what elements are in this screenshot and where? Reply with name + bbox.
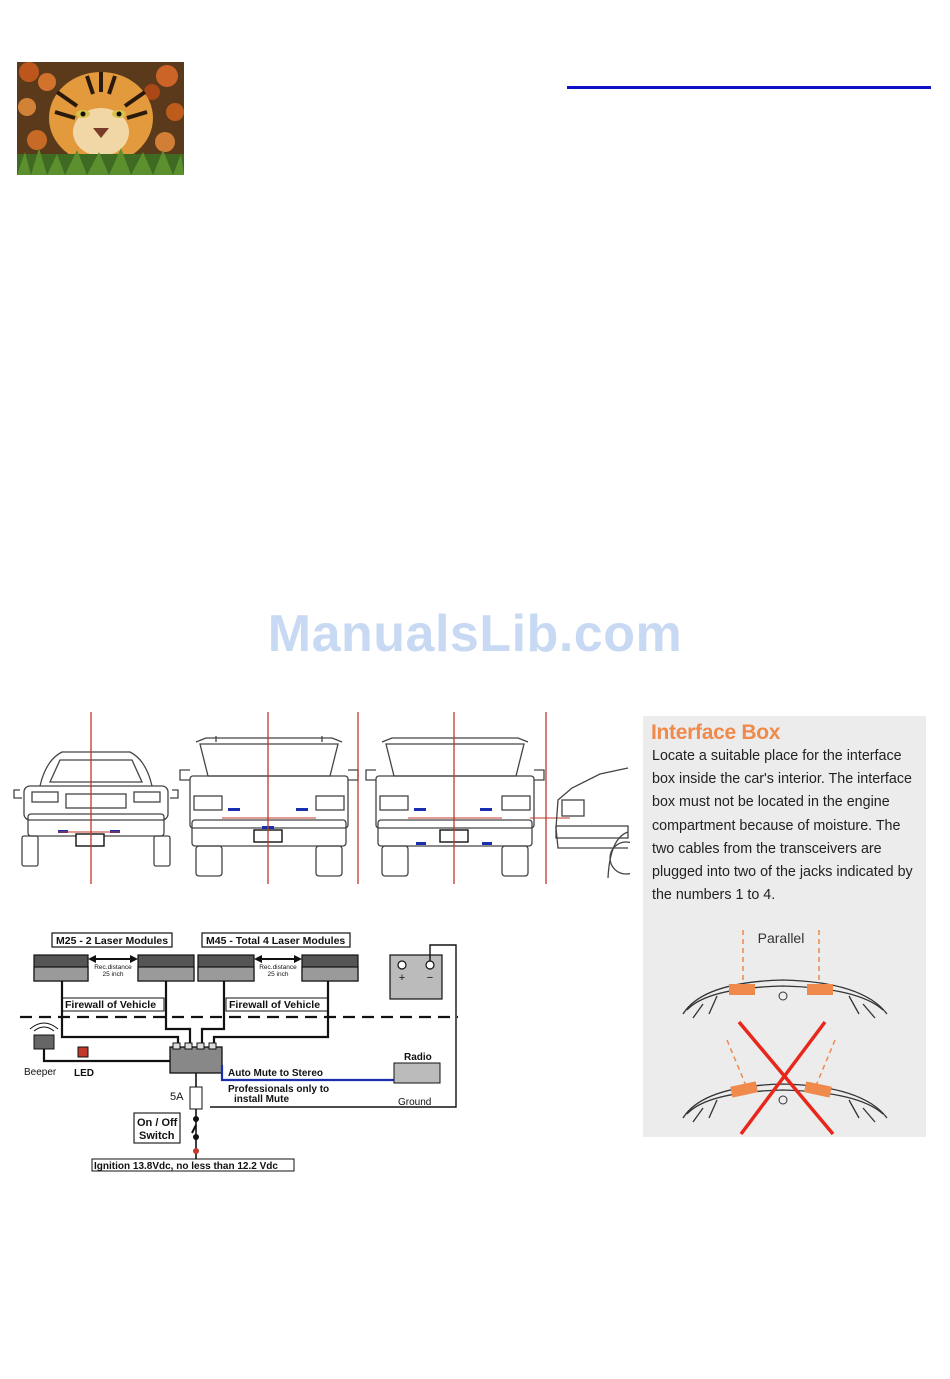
- vehicle-front-views: [10, 708, 643, 886]
- mounting-illustration: Parallel: [682, 930, 888, 1136]
- ground-label: Ground: [398, 1097, 431, 1108]
- car-side-view-partial: [555, 767, 643, 879]
- m45-label: M45 - Total 4 Laser Modules: [206, 935, 345, 947]
- interface-box-body: Locate a suitable place for the interfac…: [652, 748, 913, 904]
- led-label: LED: [74, 1068, 94, 1079]
- rec-distance-1b: 25 inch: [103, 971, 124, 978]
- suv-front-view-1: [179, 736, 359, 877]
- interface-box-title: Interface Box: [651, 721, 781, 744]
- header-rule: [567, 86, 931, 89]
- radio-label: Radio: [404, 1052, 432, 1063]
- rec-distance-2: Rec.distance: [259, 964, 297, 971]
- interface-box-panel: Interface Box Locate a suitable place fo…: [643, 716, 926, 1137]
- auto-mute-label: Auto Mute to Stereo: [228, 1068, 323, 1079]
- firewall-label-2: Firewall of Vehicle: [229, 999, 320, 1011]
- firewall-label-1: Firewall of Vehicle: [65, 999, 156, 1011]
- wiring-diagram: M25 - 2 Laser Modules M45 - Total 4 Lase…: [18, 925, 463, 1177]
- interface-box-diagram: [169, 1046, 223, 1074]
- suv-front-view-2: [365, 737, 545, 877]
- battery-minus: −: [427, 972, 433, 984]
- professionals-label: Professionals only to: [228, 1084, 329, 1095]
- parallel-label: Parallel: [758, 930, 805, 946]
- sedan-front-view: [13, 751, 179, 867]
- parallel-mount-diagram: [682, 979, 888, 1019]
- m25-label: M25 - 2 Laser Modules: [56, 935, 168, 947]
- beeper-label: Beeper: [24, 1067, 57, 1078]
- incorrect-mount-diagram: [682, 1083, 888, 1123]
- rec-distance-1: Rec.distance: [94, 964, 132, 971]
- install-mute-label: install Mute: [234, 1094, 289, 1105]
- laser-modules: [33, 954, 359, 982]
- battery-plus: +: [399, 972, 405, 984]
- cross-mark-icon: [737, 1020, 835, 1136]
- battery: [389, 954, 443, 1000]
- rec-distance-2b: 25 inch: [268, 971, 289, 978]
- fuse-label: 5A: [170, 1091, 184, 1103]
- ignition-label: Ignition 13.8Vdc, no less than 12.2 Vdc: [94, 1161, 278, 1172]
- tiger-photo: [17, 62, 184, 175]
- switch-label-2: Switch: [139, 1130, 175, 1142]
- watermark: ManualsLib.com: [267, 605, 683, 663]
- switch-label-1: On / Off: [137, 1117, 178, 1129]
